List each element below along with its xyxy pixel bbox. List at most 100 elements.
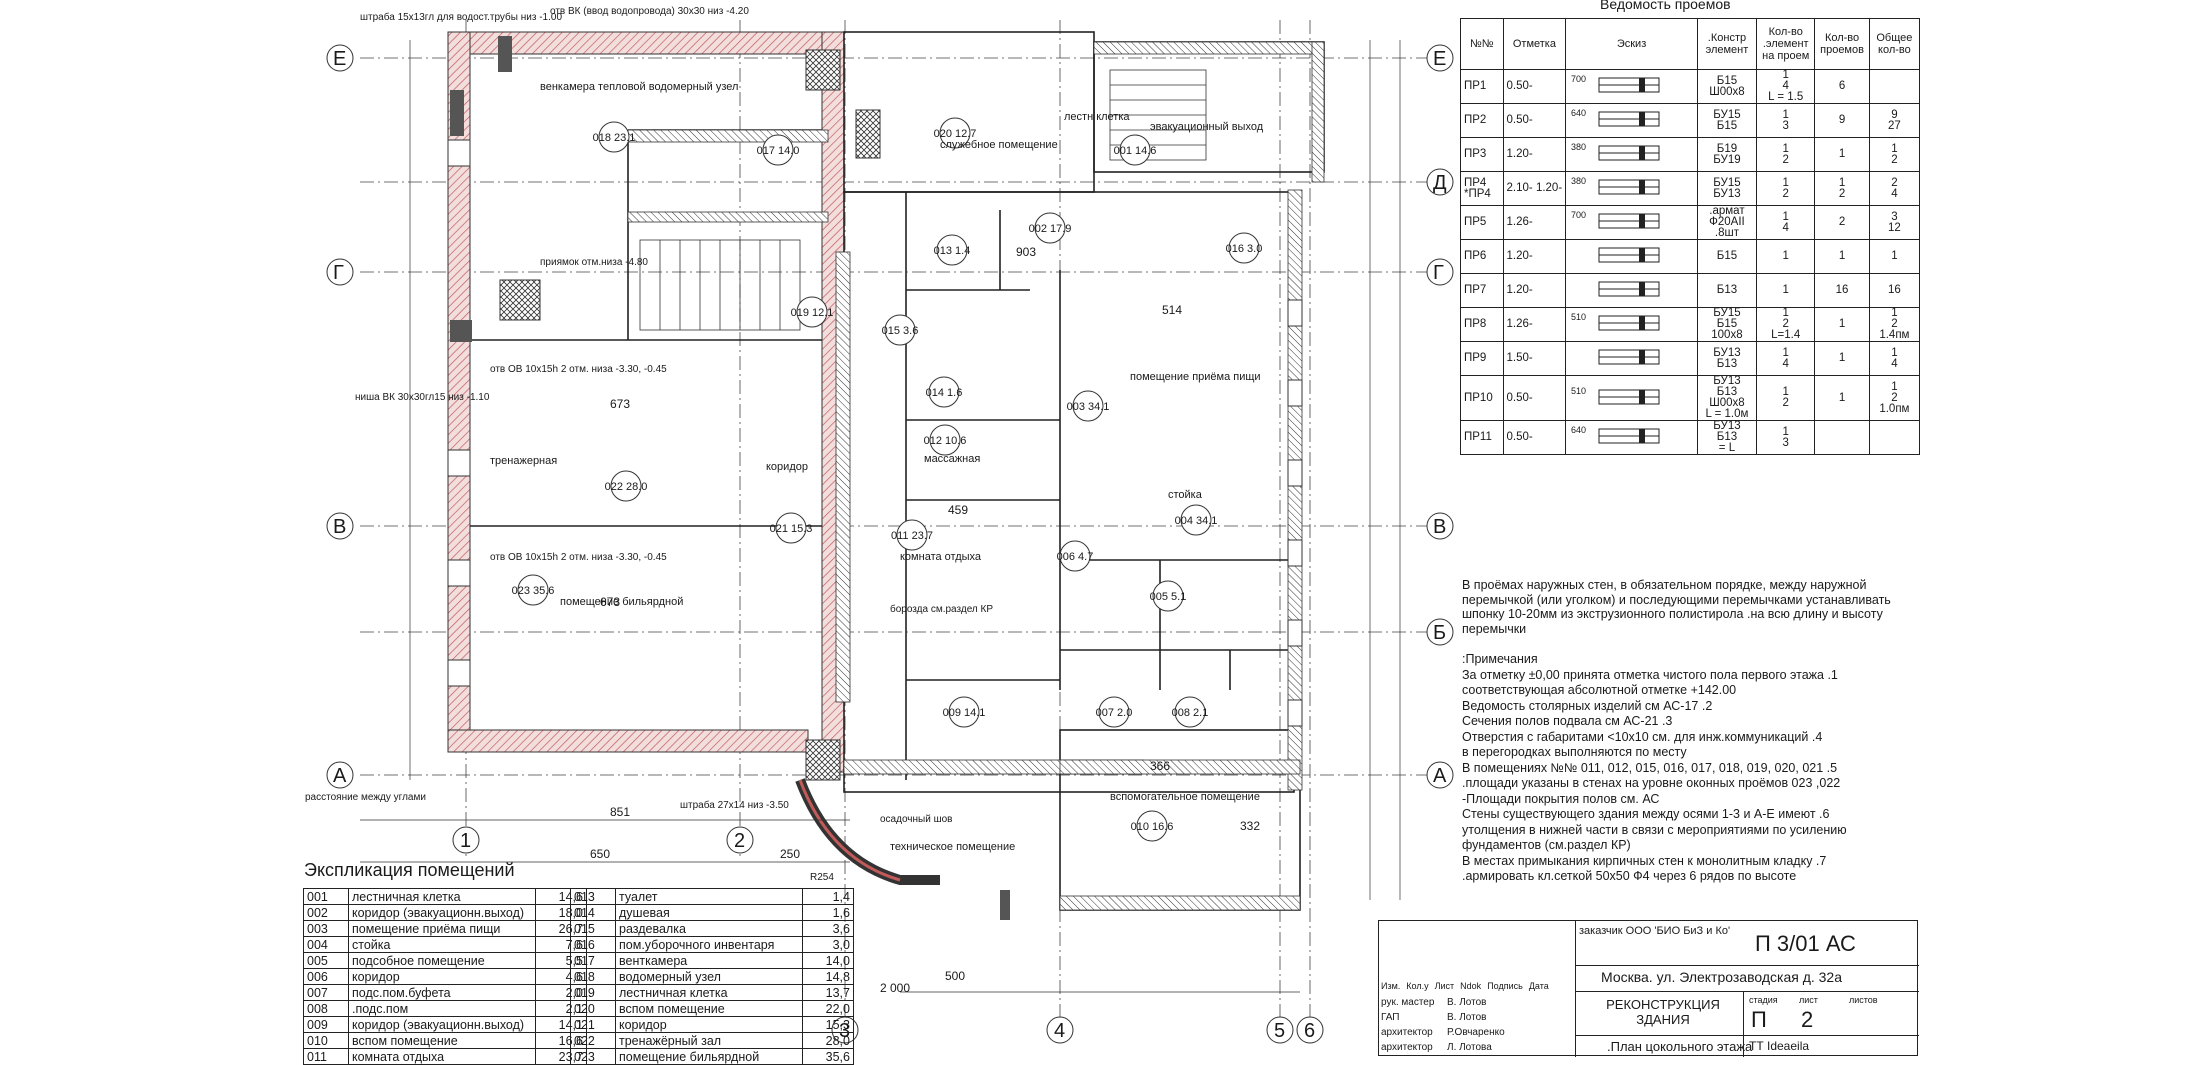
room-cell: 013	[570, 888, 616, 905]
opening-mark: 0.50-	[1502, 103, 1567, 138]
room-names: тренажерная помещение бильярдной коридор…	[490, 81, 1264, 853]
opening-count: 16	[1814, 273, 1870, 308]
rooms-title: Экспликация помещений	[304, 860, 515, 880]
dimension-values: 851 650 250 673 673 459 514 903 2 000 50…	[590, 245, 1260, 995]
opening-per-line: 4	[1782, 357, 1789, 370]
person-name: Л. Лотова	[1447, 1042, 1492, 1053]
opening-count-line: 1	[1838, 318, 1846, 330]
note-ov1: отв ОВ 10х15h 2 отм. низа -3.30, -0.45	[490, 364, 667, 375]
note-line: .армировать кл.сеткой 50х50 Ф4 через 6 р…	[1462, 869, 1797, 883]
tag-005: 005 5.1	[1150, 591, 1187, 603]
opening-count-line: 1	[1838, 176, 1846, 189]
opening-sketch: 380	[1565, 171, 1698, 206]
opening-elements-line: БУ13	[1713, 375, 1741, 387]
person-role: ГАП	[1381, 1012, 1400, 1023]
tb-divider-h1	[1575, 965, 1919, 966]
tb-sheet-label: лист	[1799, 995, 1818, 1005]
dim-459: 459	[948, 503, 968, 517]
opening-mark: 1.20-	[1502, 239, 1567, 274]
room-cell: 15,3	[802, 1016, 854, 1033]
note-ovbk: отв ВК (ввод водопровода) 30х30 низ -4.2…	[550, 6, 749, 17]
opening-total	[1868, 420, 1921, 455]
opening-elements-line: БУ19	[1713, 153, 1741, 166]
opening-per: 1	[1756, 273, 1816, 308]
tag-008: 008 2.1	[1172, 707, 1209, 719]
opening-elements-line: БУ13	[1713, 420, 1741, 432]
tag-002: 002 17.9	[1029, 223, 1072, 235]
room-cell: помещение бильярдной	[615, 1048, 803, 1065]
sketch-width: 380	[1571, 142, 1586, 152]
label-evac: эвакуационный выход	[1150, 121, 1264, 133]
opening-per-line: 3	[1782, 436, 1789, 449]
openings-header-cell: Кол-во проемов	[1814, 18, 1870, 70]
opening-sketch: 700	[1565, 69, 1698, 104]
opening-total-line: 1	[1891, 307, 1898, 319]
room-cell: душевая	[615, 904, 803, 921]
sketch-width: 510	[1571, 386, 1586, 396]
opening-count: 9	[1814, 103, 1870, 138]
room-cell: 004	[303, 936, 349, 953]
person-role: архитектор	[1381, 1042, 1433, 1053]
opening-count-line: 6	[1838, 80, 1846, 92]
dim-2000: 2 000	[880, 981, 910, 995]
label-counter: стойка	[1168, 489, 1203, 501]
opening-count: 1	[1814, 137, 1870, 172]
opening-sketch: 510	[1565, 307, 1698, 342]
room-cell: коридор	[348, 968, 536, 985]
opening-elements-line: = L	[1718, 442, 1736, 454]
label-massage: массажная	[924, 453, 980, 465]
note-prj: приямок отм.низа -4.80	[540, 257, 648, 268]
opening-count	[1814, 420, 1870, 455]
tag-004: 004 34.1	[1175, 515, 1218, 527]
room-cell: 002	[303, 904, 349, 921]
opening-elements-line: Б15	[1716, 250, 1738, 262]
opening-sketch	[1565, 341, 1698, 376]
room-cell: 1,4	[802, 888, 854, 905]
tb-stage: П	[1751, 1007, 1767, 1032]
sign-header: Лист	[1434, 981, 1455, 991]
opening-elements-line: Б15	[1716, 119, 1738, 132]
dimension-lines	[360, 40, 1401, 993]
opening-total-line: 2	[1891, 153, 1898, 166]
new-walls	[470, 31, 1325, 911]
person-role: рук. мастер	[1381, 997, 1435, 1008]
note-line: Отверстия с габаритами <10х10 см. для ин…	[1462, 729, 1823, 744]
notes-title: :Примечания	[1462, 652, 1538, 666]
person-name: Р.Овчаренко	[1447, 1027, 1505, 1038]
sketch-width: 700	[1571, 210, 1586, 220]
opening-elements-line: Б19	[1716, 142, 1738, 155]
tag-022: 022 28.0	[605, 481, 648, 493]
opening-mark: 0.50-	[1502, 375, 1567, 421]
opening-total-line: 4	[1891, 187, 1898, 200]
room-cell: 3,6	[802, 920, 854, 937]
sign-header: Подпись	[1487, 981, 1523, 991]
tb-divider-v	[1575, 921, 1576, 1057]
label-dining: помещение приёма пищи	[1130, 371, 1261, 383]
lintel-sketch-icon	[1598, 349, 1660, 365]
lintel-sketch-icon: 640	[1571, 425, 1660, 444]
tag-011: 011 23.7	[891, 530, 933, 542]
opening-id: ПР4 *ПР4	[1460, 171, 1504, 206]
opening-id: ПР6	[1460, 239, 1504, 274]
dim-673a: 673	[610, 397, 630, 411]
opening-per-line: 1	[1782, 346, 1789, 359]
lintel-sketch-icon: 510	[1571, 312, 1660, 331]
openings-title: Ведомость проемов	[1600, 0, 1731, 12]
note-line: В местах примыкания кирпичных стен к мон…	[1462, 853, 1827, 868]
